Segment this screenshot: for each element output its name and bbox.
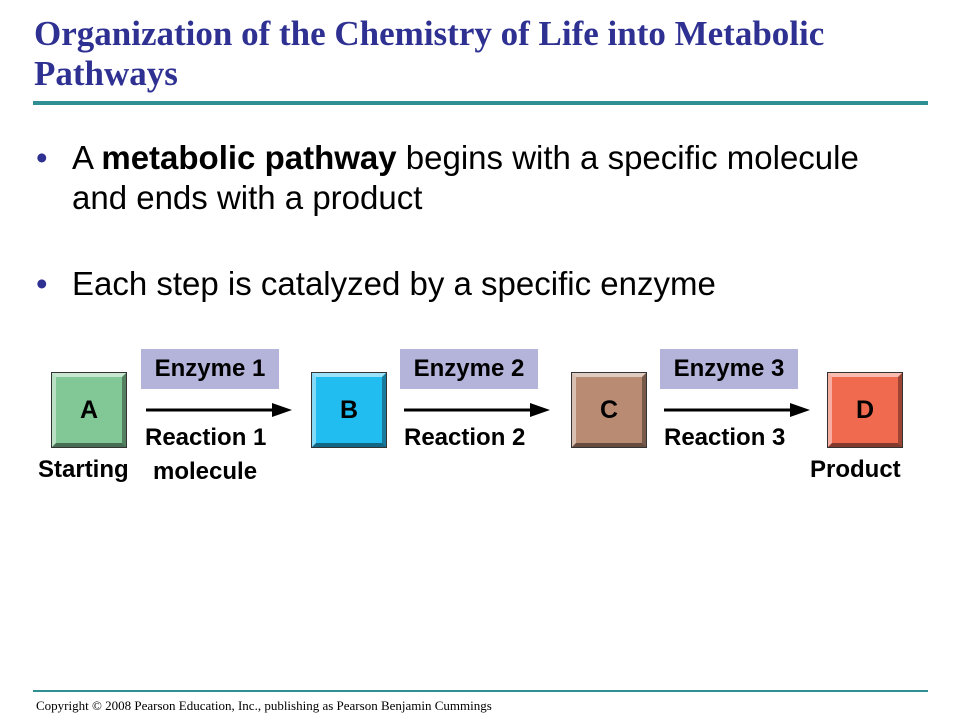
bullet-text-before: A (72, 139, 102, 176)
reaction-label-3: Reaction 3 (664, 424, 786, 451)
bullet-item: • A metabolic pathway begins with a spec… (34, 138, 914, 218)
starting-label: Starting (38, 456, 129, 483)
copyright-text: Copyright © 2008 Pearson Education, Inc.… (36, 698, 492, 713)
footer-divider (33, 690, 928, 692)
reaction-arrow-icon (404, 403, 550, 417)
bullet-text-after: begins with a specific molecule and ends… (72, 139, 859, 216)
molecule-letter: A (79, 395, 99, 424)
slide-title: Organization of the Chemistry of Life in… (34, 14, 825, 93)
reaction-arrow-icon (146, 403, 292, 417)
bullet-text: Each step is catalyzed by a specific enz… (72, 265, 716, 302)
metabolic-pathway-diagram: A B C D Enzyme 1 Enzyme 2 Enzyme 3 React… (0, 340, 960, 500)
enzyme-label-1: Enzyme 1 (141, 349, 279, 389)
enzyme-label-2: Enzyme 2 (400, 349, 538, 389)
molecule-letter: B (339, 395, 359, 424)
bullet-dot: • (36, 139, 48, 176)
bullet-item: • Each step is catalyzed by a specific e… (34, 264, 914, 304)
reaction-arrow-icon (664, 403, 810, 417)
bullet-bold-term: metabolic pathway (101, 139, 397, 176)
bullet-dot: • (36, 265, 48, 302)
bullet-list: • A metabolic pathway begins with a spec… (34, 138, 914, 350)
title-divider (33, 101, 928, 105)
molecule-box-c: C (571, 372, 647, 448)
enzyme-label-3: Enzyme 3 (660, 349, 798, 389)
reaction-label-2: Reaction 2 (404, 424, 526, 451)
molecule-label: molecule (153, 458, 258, 485)
molecule-box-d: D (827, 372, 903, 448)
molecule-box-b: B (311, 372, 387, 448)
molecule-box-a: A (51, 372, 127, 448)
molecule-letter: C (599, 395, 619, 424)
product-label: Product (810, 456, 901, 483)
molecule-letter: D (855, 395, 875, 424)
reaction-label-1: Reaction 1 (145, 424, 267, 451)
